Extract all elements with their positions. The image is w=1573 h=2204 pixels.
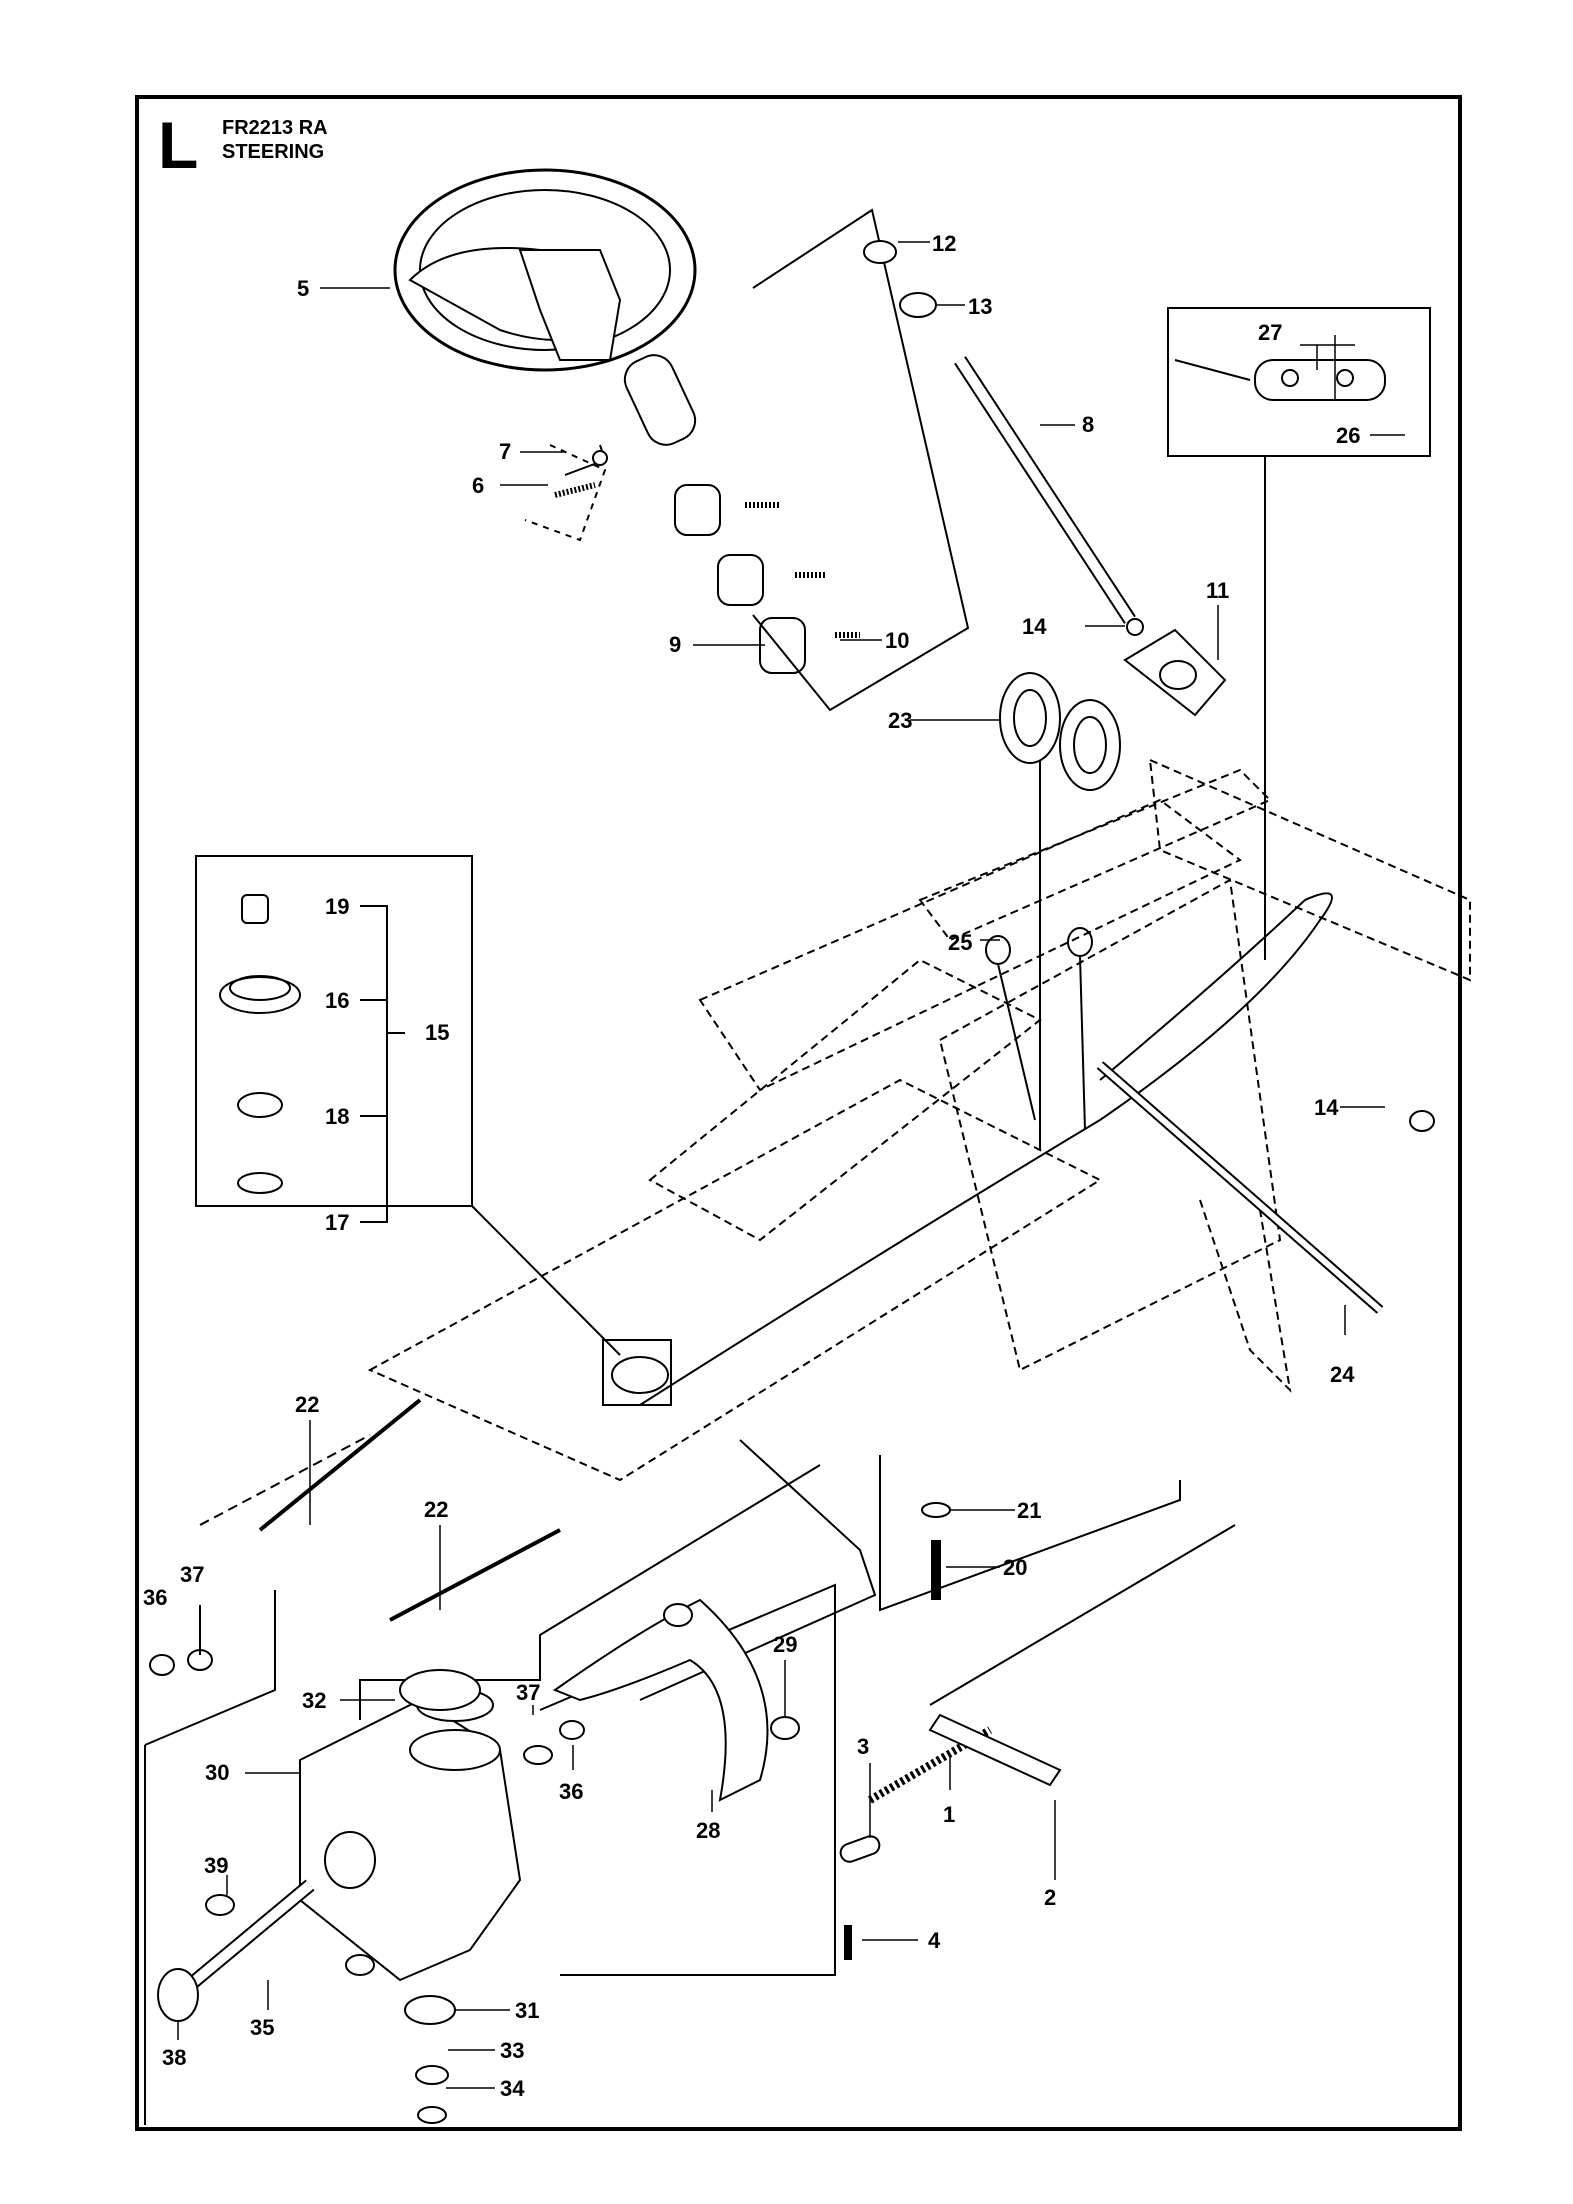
callout-27: 27	[1258, 320, 1282, 345]
bearing-plate	[1123, 628, 1227, 717]
diagram-frame	[135, 95, 1462, 2131]
callout-4: 4	[928, 1928, 941, 1953]
callout-37-right: 37	[516, 1680, 540, 1705]
callout-23: 23	[888, 708, 912, 733]
inset-idler-assembly	[195, 855, 473, 1207]
callout-33: 33	[500, 2038, 524, 2063]
callout-24: 24	[1330, 1362, 1355, 1387]
tie-rod-short	[389, 1528, 561, 1622]
callout-16: 16	[325, 988, 349, 1013]
steering-wheel	[393, 168, 697, 446]
tie-rod-long	[258, 1398, 422, 1532]
pulleys	[999, 672, 1121, 791]
callout-29: 29	[773, 1632, 797, 1657]
section-letter: L	[158, 108, 199, 182]
callout-15: 15	[425, 1020, 449, 1045]
callout-25: 25	[948, 930, 972, 955]
callout-11: 11	[1206, 578, 1229, 603]
callout-39: 39	[204, 1853, 228, 1878]
callout-35: 35	[250, 2015, 274, 2040]
callout-36-left: 36	[143, 1585, 167, 1610]
callout-17: 17	[325, 1210, 349, 1235]
sector-bracket	[552, 1598, 769, 1802]
callout-12: 12	[932, 231, 956, 256]
frame-chassis	[367, 758, 1471, 1482]
column-couplers	[524, 444, 860, 674]
callout-13: 13	[968, 294, 992, 319]
callout-22-left: 22	[295, 1392, 319, 1417]
callout-36-right: 36	[559, 1779, 583, 1804]
inset-cable-clip	[1167, 307, 1431, 457]
callout-18: 18	[325, 1104, 349, 1129]
callout-14-right: 14	[1314, 1095, 1339, 1120]
callout-37-left: 37	[180, 1562, 204, 1587]
steering-shaft	[863, 240, 1144, 636]
callout-3: 3	[857, 1734, 869, 1759]
callout-2: 2	[1044, 1885, 1056, 1910]
callout-32: 32	[302, 1688, 326, 1713]
callout-9: 9	[669, 632, 681, 657]
callout-31: 31	[515, 1998, 539, 2023]
callout-6: 6	[472, 473, 484, 498]
callout-38: 38	[162, 2045, 186, 2070]
callout-21: 21	[1017, 1498, 1041, 1523]
model-number: FR2213 RA	[222, 117, 328, 139]
gear-shaft	[157, 1879, 315, 2022]
callout-26: 26	[1336, 423, 1360, 448]
spring-plate	[928, 1713, 1062, 1787]
callout-30: 30	[205, 1760, 229, 1785]
steering-gear-housing	[299, 1688, 522, 1982]
callout-7: 7	[499, 439, 511, 464]
callout-22-mid: 22	[424, 1497, 448, 1522]
callout-19: 19	[325, 894, 349, 919]
callout-20: 20	[1003, 1555, 1027, 1580]
callout-5: 5	[297, 276, 309, 301]
callout-14-top: 14	[1022, 614, 1047, 639]
steering-cable	[639, 892, 1333, 1406]
section-title: STEERING	[222, 141, 325, 163]
callout-8: 8	[1082, 412, 1094, 437]
callout-28: 28	[696, 1818, 720, 1843]
callout-10: 10	[885, 628, 909, 653]
callout-34: 34	[500, 2076, 525, 2101]
callout-box-column	[752, 208, 970, 712]
callout-1: 1	[943, 1802, 955, 1827]
